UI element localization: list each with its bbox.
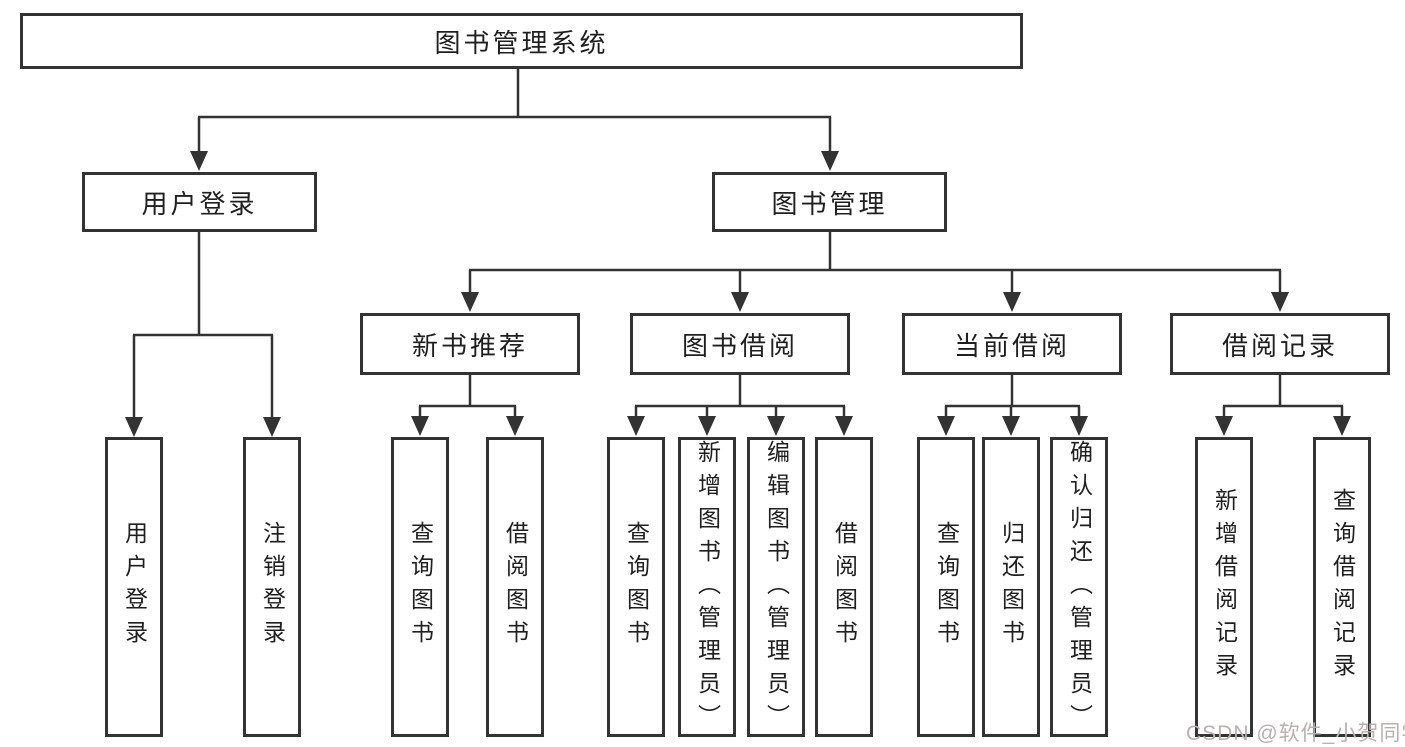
leaf-logout-login: 注销登录 [243,437,301,737]
leaf-confirm-return-admin: 确认归还（管理员） [1050,437,1108,737]
node-label: 查询图书 [623,521,650,653]
leaf-user-login: 用户登录 [105,437,163,737]
node-current-borrowing: 当前借阅 [902,313,1122,375]
watermark: CSDN @软件_小贺同学 [1186,722,1405,745]
node-label: 借阅图书 [502,521,529,653]
node-label: 编辑图书（管理员） [763,440,790,737]
node-label: 新书推荐 [411,330,528,361]
leaf-query-borrow-record: 查询借阅记录 [1313,437,1371,737]
node-label: 查询图书 [407,521,434,653]
node-label: 借阅图书 [831,521,858,653]
node-label: 借阅记录 [1221,330,1338,361]
node-book-management: 图书管理 [712,172,947,232]
node-label: 查询借阅记录 [1329,488,1356,686]
node-label: 归还图书 [998,521,1025,653]
node-book-borrowing: 图书借阅 [630,313,850,375]
node-label: 当前借阅 [953,330,1070,361]
leaf-borrow-books-recommend: 借阅图书 [486,437,544,737]
node-library-system: 图书管理系统 [20,13,1023,69]
node-label: 新增图书（管理员） [694,440,721,737]
node-label: 查询图书 [933,521,960,653]
leaf-query-books-borrowing: 查询图书 [607,437,665,737]
node-label: 图书管理 [771,188,888,219]
node-label: 图书借阅 [681,330,798,361]
leaf-query-books-current: 查询图书 [917,437,975,737]
node-user-login: 用户登录 [82,172,317,232]
leaf-add-borrow-record: 新增借阅记录 [1195,437,1253,737]
leaf-borrow-books-borrowing: 借阅图书 [815,437,873,737]
node-label: 图书管理系统 [434,27,609,58]
node-new-book-recommendation: 新书推荐 [360,313,580,375]
node-label: 确认归还（管理员） [1066,440,1093,737]
node-label: 注销登录 [259,521,286,653]
leaf-query-books-recommend: 查询图书 [391,437,449,737]
node-borrowing-records: 借阅记录 [1170,313,1390,375]
leaf-return-books: 归还图书 [982,437,1040,737]
leaf-edit-books-admin: 编辑图书（管理员） [747,437,805,737]
node-label: 用户登录 [141,188,258,219]
node-label: 用户登录 [121,521,148,653]
leaf-add-books-admin: 新增图书（管理员） [678,437,736,737]
node-label: 新增借阅记录 [1211,488,1238,686]
